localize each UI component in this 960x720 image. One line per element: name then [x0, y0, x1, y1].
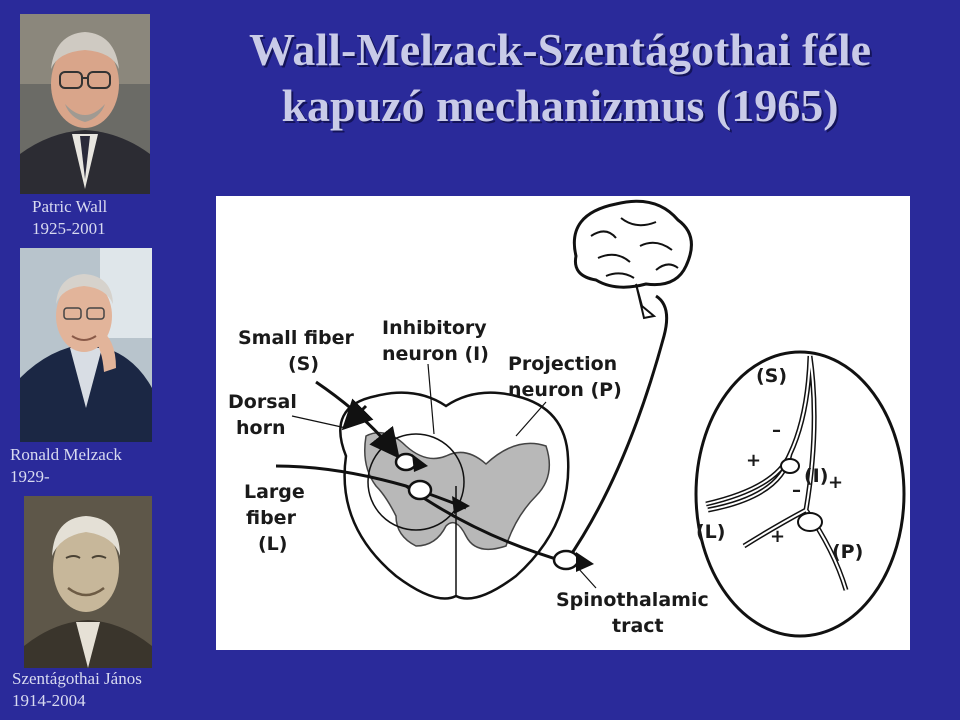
caption-ronald-melzack: Ronald Melzack 1929- [10, 444, 122, 488]
label-dorsal-horn: Dorsal horn [228, 391, 303, 439]
person-years: 1925-2001 [32, 219, 106, 238]
portrait-patric-wall [20, 14, 150, 194]
person-name: Szentágothai János [12, 669, 142, 688]
brain-icon [572, 199, 693, 320]
inset-sign-minus-1: – [772, 420, 781, 441]
inset-label-s: (S) [756, 365, 787, 387]
caption-szentagothai-janos: Szentágothai János 1914-2004 [12, 668, 142, 712]
portrait-szentagothai-janos [24, 496, 152, 668]
gate-control-diagram: Small fiber (S) Inhibitory neuron (I) Pr… [216, 196, 910, 650]
caption-patric-wall: Patric Wall 1925-2001 [32, 196, 107, 240]
inset-sign-plus-2: + [828, 472, 843, 493]
label-small-fiber: Small fiber (S) [238, 327, 361, 375]
neuron-bodies [394, 452, 580, 571]
title-line-2: kapuzó mechanizmus (1965) [281, 80, 839, 131]
inset-sign-plus-1: + [746, 450, 761, 471]
person-name: Ronald Melzack [10, 445, 122, 464]
label-spinothalamic-tract: Spinothalamic tract [556, 589, 715, 637]
leader-lines [291, 363, 597, 589]
label-projection-neuron: Projection neuron (P) [508, 353, 624, 401]
inset-sign-minus-2: – [792, 480, 801, 501]
inset-sign-plus-3: + [770, 526, 785, 547]
label-inhibitory-neuron: Inhibitory neuron (I) [382, 317, 493, 365]
inset-detail: (S) (I) (L) (P) – – + + + [694, 350, 906, 638]
label-large-fiber: Large fiber (L) [244, 481, 311, 555]
title-line-1: Wall-Melzack-Szentágothai féle [248, 24, 872, 75]
spinal-cord-section [339, 391, 570, 600]
inset-label-l: (L) [696, 521, 725, 543]
synapse-arrows [412, 454, 594, 572]
person-name: Patric Wall [32, 197, 108, 216]
slide-title: Wall-Melzack-Szentágothai féle kapuzó me… [160, 22, 960, 134]
inset-label-p: (P) [832, 541, 863, 563]
inset-label-i: (I) [804, 465, 828, 487]
person-years: 1929- [10, 467, 50, 486]
portrait-ronald-melzack [20, 248, 152, 442]
person-years: 1914-2004 [12, 691, 86, 710]
